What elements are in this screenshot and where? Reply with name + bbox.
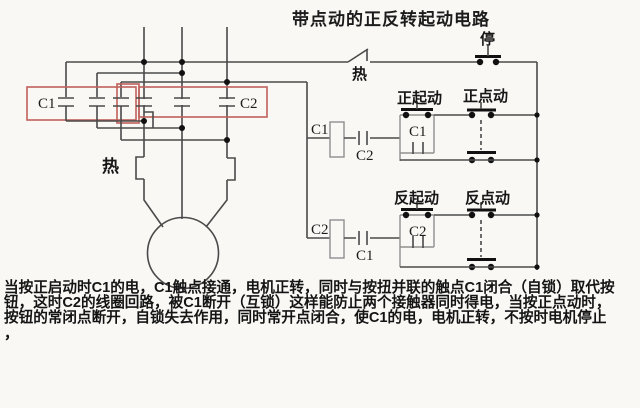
contactor-c1-feed-wires [65, 61, 348, 97]
forward-interlock-label: C2 [356, 148, 374, 164]
circuit-diagram: C1 C2 [26, 27, 540, 290]
stop-button [475, 46, 501, 66]
forward-coil-label: C1 [311, 122, 329, 138]
contactor-c2-box [138, 86, 268, 118]
diagram-title: 带点动的正反转起动电路 [292, 10, 490, 29]
forward-start-label: 正起动 [397, 89, 442, 107]
contactor-c2-box-label: C2 [240, 96, 258, 112]
reverse-start-label: 反起动 [394, 189, 439, 207]
thermal-relay-label: 热 [102, 156, 119, 176]
c2-main-contacts [136, 97, 235, 107]
stop-button-label: 停 [480, 30, 495, 48]
reverse-holding-contact-label: C2 [409, 224, 427, 240]
motor-circle [146, 216, 220, 290]
control-thermal-label: 热 [352, 65, 367, 83]
c1-main-contacts [58, 97, 129, 140]
description-line: 当按正启动时C1的电，C1触点接通，电机正转，同时与按扭并联的触点C1闭合（自锁… [4, 280, 615, 296]
contactor-c1-box [26, 86, 137, 121]
forward-jog-label: 正点动 [463, 87, 508, 105]
reverse-coil [329, 219, 345, 259]
forward-branch [307, 101, 540, 164]
reverse-jog-label: 反点动 [465, 189, 510, 207]
description-line: 按钮的常闭点断开，自锁失去作用，同时常开点闭合，使C1的电，电机正转，不按时电机… [4, 310, 607, 327]
reverse-jog-button [467, 202, 496, 271]
reverse-interlock-label: C1 [356, 248, 374, 264]
forward-jog-button [467, 102, 496, 164]
thermal-relay-elements [135, 156, 236, 228]
forward-coil [329, 121, 345, 158]
control-top-rail [347, 48, 537, 63]
description-line: 钮，这时C2的线圈回路，被C1断开（互锁）这样能防止两个接触器同时得电，当按正点… [4, 295, 611, 312]
three-phase-supply-lines [143, 27, 228, 219]
motor-lead-wiring [66, 111, 227, 141]
reverse-branch [307, 201, 540, 271]
junction-dots [141, 59, 230, 143]
forward-holding-contact-label: C1 [409, 124, 427, 140]
description-text: 当按正启动时C1的电，C1触点接通，电机正转，同时与按扭并联的触点C1闭合（自锁… [4, 280, 638, 342]
description-line: ， [4, 325, 19, 342]
reverse-coil-label: C2 [311, 222, 329, 238]
contactor-c1-box-label: C1 [38, 96, 56, 112]
